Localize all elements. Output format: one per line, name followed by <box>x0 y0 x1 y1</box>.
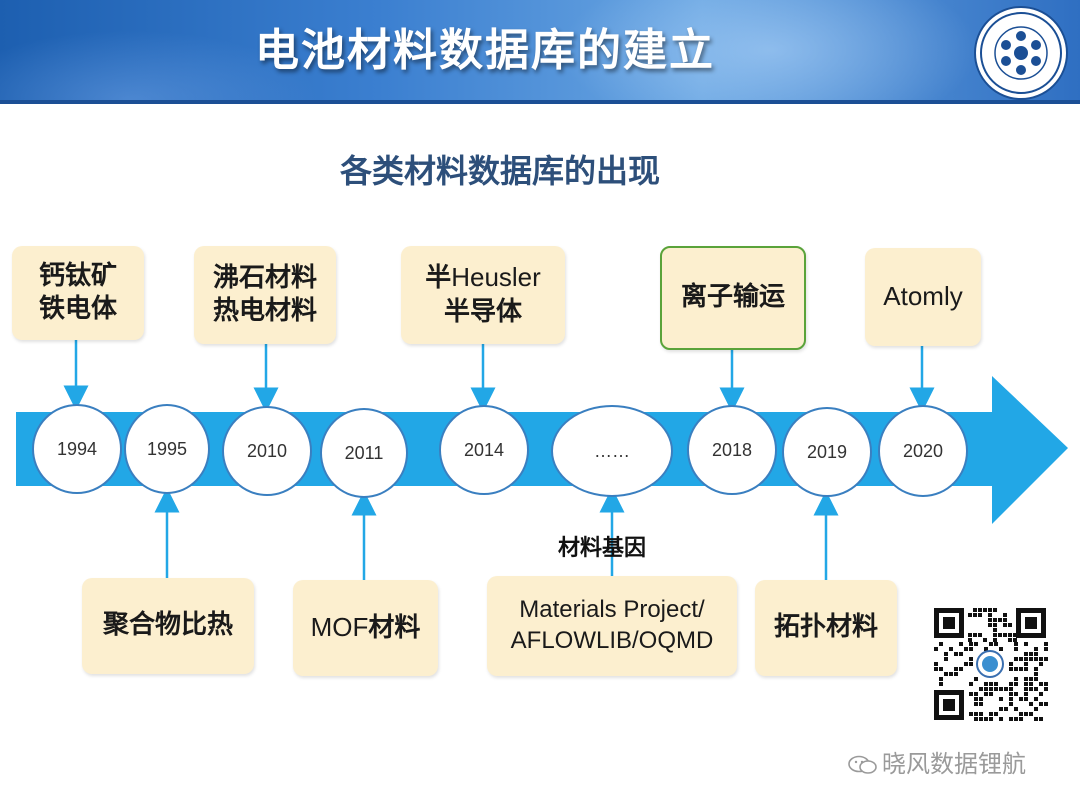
event-box-databases: Materials Project/ AFLOWLIB/OQMD <box>487 576 737 676</box>
watermark: 晓风数据锂航 <box>848 744 1026 779</box>
slide-subtitle: 各类材料数据库的出现 <box>339 152 660 190</box>
event-text: Heusler <box>451 262 541 293</box>
slide-title: 电池材料数据库的建立 <box>255 25 715 76</box>
event-text: 铁电体 <box>38 294 117 324</box>
event-text: 沸石材料 <box>212 262 317 293</box>
cas-logo-icon <box>974 6 1068 100</box>
year-circle-2014: 2014 <box>439 405 529 495</box>
event-box-2010: 沸石材料 热电材料 <box>194 246 336 344</box>
materials-genome-label: 材料基因 <box>558 536 647 561</box>
qr-code-icon <box>932 606 1048 722</box>
event-text: 聚合物比热 <box>102 610 233 641</box>
watermark-text: 晓风数据锂航 <box>882 750 1026 778</box>
year-circle-1994: 1994 <box>32 404 122 494</box>
event-text: 离子输运 <box>680 282 785 313</box>
event-text: 钙钛矿 <box>38 260 117 291</box>
event-text: 半 <box>425 263 452 294</box>
year-circle-2020: 2020 <box>878 405 968 497</box>
year-circle-ellipsis: …… <box>551 405 673 497</box>
slide-header: 电池材料数据库的建立 <box>0 0 1080 104</box>
event-text: MOF <box>310 611 369 642</box>
event-box-2014: 半Heusler 半导体 <box>401 246 565 344</box>
event-box-2011: MOF材料 <box>293 580 438 676</box>
event-box-2020: Atomly <box>865 248 981 346</box>
event-box-2019: 拓扑材料 <box>755 580 897 676</box>
year-circle-2019: 2019 <box>782 407 872 497</box>
year-circle-1995: 1995 <box>124 404 210 494</box>
year-circle-2018: 2018 <box>687 405 777 495</box>
event-text: 半导体 <box>443 296 522 327</box>
year-circle-2010: 2010 <box>222 406 312 496</box>
event-text: Atomly <box>883 281 963 312</box>
event-box-1994: 钙钛矿 铁电体 <box>12 246 144 340</box>
event-box-1995: 聚合物比热 <box>82 578 254 674</box>
event-text: 拓扑材料 <box>773 612 878 643</box>
header-rule <box>0 100 1080 104</box>
event-text: AFLOWLIB/OQMD <box>510 627 714 654</box>
year-circle-2011: 2011 <box>320 408 408 498</box>
event-text: 材料 <box>368 612 421 643</box>
header-glow <box>560 0 980 104</box>
event-text: Materials Project/ <box>519 596 705 624</box>
wechat-icon <box>848 755 877 774</box>
event-text: 热电材料 <box>212 296 317 326</box>
event-box-2018: 离子输运 <box>660 246 806 350</box>
